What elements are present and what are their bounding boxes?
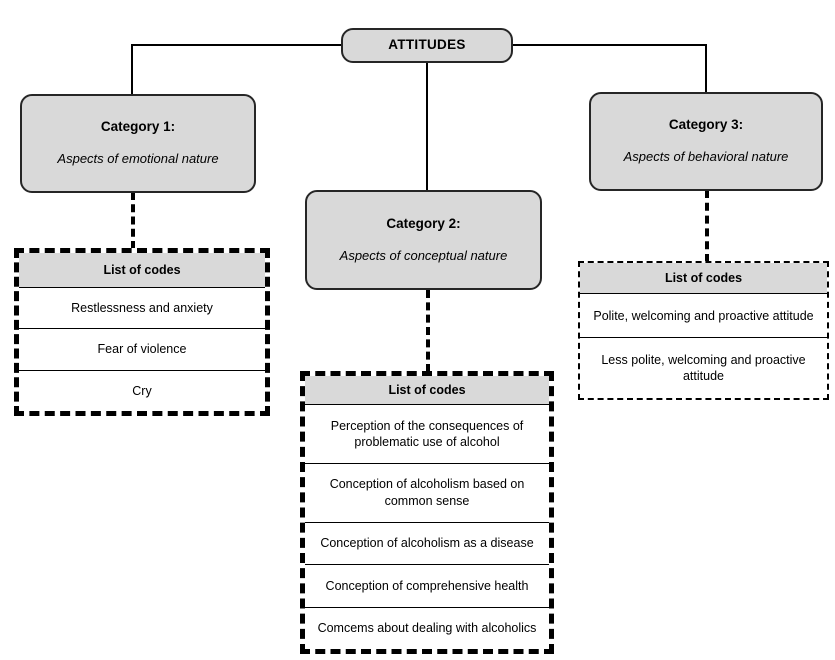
list-item[interactable]: Less polite, welcoming and proactive att… — [601, 352, 806, 384]
code-list-category-2: List of codes Perception of the conseque… — [300, 371, 554, 654]
list-item[interactable]: Comcems about dealing with alcoholics — [317, 621, 537, 636]
code-list-category-3: List of codes Polite, welcoming and proa… — [578, 261, 829, 400]
code-list-header: List of codes — [19, 253, 265, 288]
list-item[interactable]: Restlessness and anxiety — [19, 288, 265, 330]
code-list-header: List of codes — [580, 263, 827, 294]
node-attitudes[interactable]: ATTITUDES — [341, 28, 513, 63]
node-category-3[interactable]: Category 3: Aspects of behavioral nature — [589, 92, 823, 191]
node-category-3-title: Category 3: — [668, 117, 744, 133]
connector-left-drop — [131, 44, 133, 97]
node-category-1-title: Category 1: — [100, 119, 176, 135]
node-attitudes-label: ATTITUDES — [388, 37, 466, 53]
node-category-2-subtitle: Aspects of conceptual nature — [339, 247, 508, 263]
node-category-2[interactable]: Category 2: Aspects of conceptual nature — [305, 190, 542, 290]
list-item[interactable]: Conception of alcoholism as a disease — [305, 523, 549, 565]
list-item[interactable]: Polite, welcoming and proactive attitude — [580, 294, 827, 339]
connector-root-to-right — [511, 44, 707, 46]
list-item[interactable]: Conception of comprehensive health — [305, 565, 549, 608]
code-list-category-1: List of codes Restlessness and anxiety F… — [14, 248, 270, 416]
connector-category-3-to-codes — [705, 190, 709, 262]
list-item[interactable]: Perception of the consequences of proble… — [305, 405, 549, 464]
connector-category-2-to-codes — [426, 290, 430, 372]
code-list-header: List of codes — [305, 376, 549, 405]
list-item[interactable]: Cry — [132, 383, 152, 398]
node-category-3-subtitle: Aspects of behavioral nature — [623, 149, 789, 165]
connector-root-to-left — [132, 44, 343, 46]
list-item[interactable]: Fear of violence — [19, 329, 265, 371]
node-category-1-subtitle: Aspects of emotional nature — [57, 151, 219, 167]
list-item[interactable]: Conception of alcoholism based on common… — [305, 464, 549, 523]
node-category-2-title: Category 2: — [386, 215, 461, 231]
node-category-1[interactable]: Category 1: Aspects of emotional nature — [20, 94, 256, 193]
connector-root-to-center — [426, 61, 428, 191]
connector-right-drop — [705, 44, 707, 97]
connector-category-1-to-codes — [131, 192, 135, 249]
